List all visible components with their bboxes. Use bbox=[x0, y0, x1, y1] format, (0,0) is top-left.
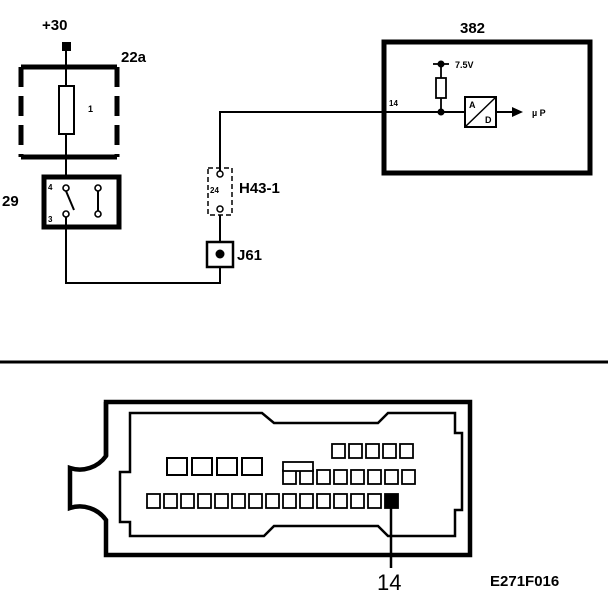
control-unit-id: 382 bbox=[460, 20, 485, 37]
connector-h43-1: 24 H43-1 bbox=[207, 167, 280, 216]
fuse-element bbox=[58, 85, 75, 135]
pin-row-middle bbox=[282, 469, 416, 485]
pin-cell bbox=[146, 493, 161, 509]
converter-in-label: A bbox=[469, 100, 476, 110]
highlighted-pin-label: 14 bbox=[377, 570, 401, 594]
pin-cell bbox=[333, 493, 348, 509]
ground-point-id: J61 bbox=[237, 247, 262, 264]
pin-cell bbox=[367, 493, 382, 509]
fuse-id: 22a bbox=[121, 49, 147, 66]
pin-cell bbox=[316, 493, 331, 509]
connector-id: H43-1 bbox=[239, 180, 280, 197]
pin-cell bbox=[299, 493, 314, 509]
pin-cell bbox=[350, 469, 365, 485]
microprocessor-label: µ P bbox=[532, 108, 546, 118]
pin-cell bbox=[197, 493, 212, 509]
pin-cell bbox=[163, 493, 178, 509]
figure-code: E271F016 bbox=[490, 573, 559, 590]
control-unit-382: 382 14 7.5V A D µ P bbox=[381, 20, 593, 176]
supply-terminal: +30 bbox=[42, 17, 71, 51]
supply-label: +30 bbox=[42, 17, 67, 34]
pin-cell bbox=[282, 469, 297, 485]
pin-cell bbox=[401, 469, 416, 485]
connector-pin: 24 bbox=[210, 186, 219, 195]
control-unit-input-pin: 14 bbox=[389, 99, 398, 108]
switch-29: 29 4 3 bbox=[2, 174, 122, 230]
pin-cell bbox=[365, 443, 380, 459]
pin-cell bbox=[248, 493, 263, 509]
pin-cell bbox=[265, 493, 280, 509]
pin-cell bbox=[367, 469, 382, 485]
pin-cell bbox=[331, 443, 346, 459]
ground-wire bbox=[65, 217, 221, 284]
pin-row-top bbox=[331, 443, 414, 459]
pin-cell bbox=[231, 493, 246, 509]
pin-cell bbox=[333, 469, 348, 485]
pin-cell bbox=[180, 493, 195, 509]
pin-cell bbox=[382, 443, 397, 459]
coding-key bbox=[282, 461, 314, 472]
pin-cell bbox=[348, 443, 363, 459]
fuse-22a: 22a 1 bbox=[18, 49, 147, 160]
switch-pin-bottom: 3 bbox=[48, 215, 53, 224]
pin-cell bbox=[282, 493, 297, 509]
pin-cell bbox=[350, 493, 365, 509]
reference-voltage: 7.5V bbox=[455, 60, 474, 70]
pullup-resistor bbox=[435, 77, 447, 99]
connector-pin-view: 14 bbox=[67, 399, 473, 595]
signal-wire bbox=[219, 111, 441, 171]
converter-out-label: D bbox=[485, 115, 492, 125]
switch-pin-top: 4 bbox=[48, 183, 53, 192]
switch-id: 29 bbox=[2, 193, 19, 210]
pin-row-bottom bbox=[146, 493, 399, 509]
fuse-number: 1 bbox=[88, 104, 93, 114]
pin-cell bbox=[299, 469, 314, 485]
pin-cell bbox=[214, 493, 229, 509]
pin-cell bbox=[399, 443, 414, 459]
pin-cell bbox=[384, 469, 399, 485]
pin-cell bbox=[316, 469, 331, 485]
large-pin-row bbox=[166, 457, 263, 476]
ground-point-j61: J61 bbox=[205, 240, 262, 269]
